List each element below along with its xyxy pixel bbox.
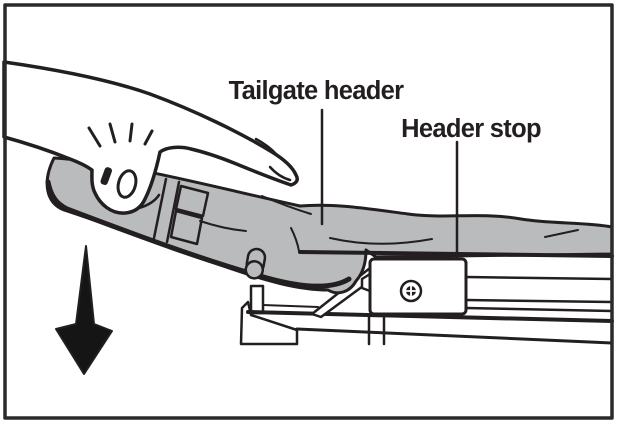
thumb-shadow-slot bbox=[100, 167, 112, 185]
rail-groove-2 bbox=[464, 298, 614, 304]
figure-border bbox=[3, 3, 614, 420]
hand-outline bbox=[2, 60, 299, 215]
latch-plate-lower bbox=[169, 209, 204, 246]
header-seam-1 bbox=[152, 177, 168, 240]
crease-1 bbox=[261, 195, 312, 215]
screw-icon bbox=[399, 279, 423, 303]
header-stop-notch bbox=[360, 272, 372, 293]
down-arrow-icon bbox=[55, 245, 113, 375]
rail-bottom-edge bbox=[295, 327, 614, 345]
thumbnail bbox=[116, 169, 138, 199]
tailgate-header-label: Tailgate header bbox=[229, 77, 404, 105]
rail-end-post bbox=[249, 284, 265, 315]
crease-2 bbox=[290, 227, 300, 252]
crease-5 bbox=[199, 220, 247, 232]
knuckle-crease bbox=[254, 137, 279, 157]
crease-4 bbox=[544, 229, 579, 238]
thumb-fold-line bbox=[137, 193, 161, 210]
rail-groove-1 bbox=[464, 275, 614, 281]
header-seam-2 bbox=[165, 180, 181, 244]
header-stop-bracket bbox=[360, 257, 468, 316]
side-rail bbox=[239, 275, 614, 346]
rail-front-edge bbox=[246, 310, 614, 323]
header-bottom-band bbox=[45, 179, 352, 289]
header-stop-label: Header stop bbox=[401, 115, 541, 143]
rail-groove-3 bbox=[464, 306, 614, 313]
rail-end-bracket bbox=[239, 300, 299, 346]
keyhole-icon bbox=[244, 247, 267, 280]
fingertip-line bbox=[268, 165, 292, 182]
crease-3 bbox=[329, 237, 433, 245]
hand-pressing-down bbox=[2, 60, 299, 215]
rail-line-short bbox=[262, 304, 319, 308]
press-emphasis-lines bbox=[87, 122, 154, 148]
latch-plate-upper bbox=[174, 184, 210, 218]
